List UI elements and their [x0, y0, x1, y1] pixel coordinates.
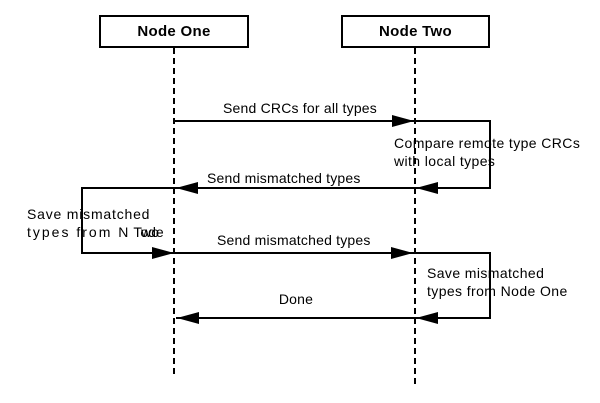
note-line: Compare remote type CRCs: [394, 135, 581, 151]
actor-label-node-two: Node Two: [379, 23, 452, 40]
arrowhead-message-2-icon: [176, 182, 198, 194]
note-line: Save mismatched: [427, 265, 545, 281]
self-loop-save-node-two-right-line: [489, 252, 491, 319]
note-line-prefix: types from N: [27, 224, 131, 240]
arrowhead-self-loop-save-node-one-icon: [152, 247, 174, 259]
arrowhead-self-loop-compare-icon: [416, 182, 438, 194]
message-1-label: Send CRCs for all types: [223, 100, 377, 116]
message-4-line: [176, 317, 491, 319]
actor-label-node-one: Node One: [137, 23, 211, 40]
note-line: Save mismatched: [27, 206, 151, 222]
note-line: types from Node One: [427, 283, 568, 299]
arrowhead-message-3-icon: [391, 247, 413, 259]
arrowhead-message-4-icon: [177, 312, 199, 324]
arrowhead-self-loop-save-node-two-icon: [416, 312, 438, 324]
message-3-label: Send mismatched types: [217, 232, 371, 248]
message-2-label: Send mismatched types: [207, 170, 361, 186]
note-compare-remote-crcs: Compare remote type CRCs with local type…: [394, 134, 594, 170]
arrowhead-message-1-icon: [392, 115, 414, 127]
message-1-line: [175, 120, 491, 122]
self-loop-save-node-one-left-line: [81, 187, 83, 254]
message-2-line: [81, 187, 491, 189]
message-3-line: [81, 252, 491, 254]
lifeline-node-one: [173, 48, 175, 375]
self-loop-compare-right-line: [489, 120, 491, 189]
actor-box-node-two: Node Two: [341, 15, 490, 48]
note-line: with local types: [394, 153, 496, 169]
actor-box-node-one: Node One: [99, 15, 249, 48]
lifeline-node-two: [414, 48, 416, 385]
note-save-mismatched-from-node-one: Save mismatched types from Node One: [427, 264, 577, 300]
message-4-label: Done: [278, 291, 314, 307]
